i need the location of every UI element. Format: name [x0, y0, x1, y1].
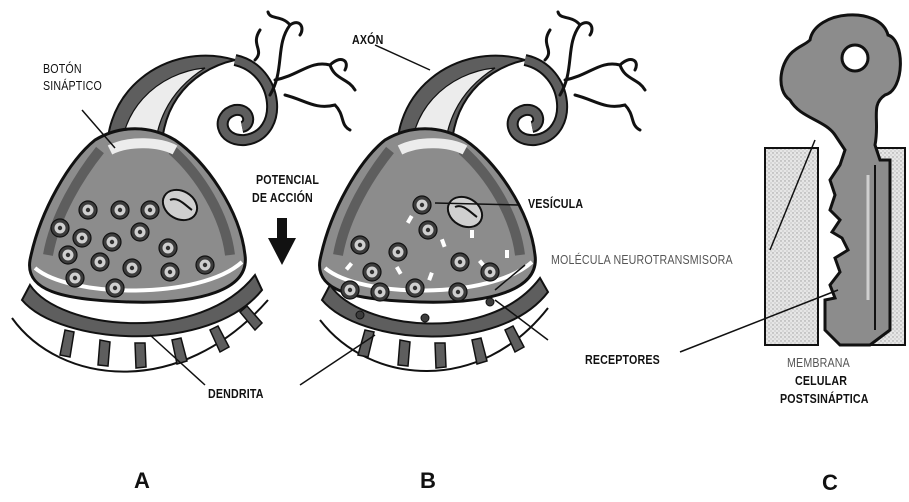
- label-axon: AXÓN: [352, 32, 383, 47]
- panel-label-a: A: [134, 468, 150, 494]
- label-receptores: RECEPTORES: [585, 352, 660, 367]
- label-dendrita: DENDRITA: [208, 386, 264, 401]
- action-potential-arrow: [268, 218, 296, 265]
- label-potencial-1: POTENCIAL: [256, 172, 319, 187]
- label-membrana-2: CELULAR: [795, 373, 847, 388]
- label-membrana-3: POSTSINÁPTICA: [780, 391, 869, 406]
- panel-label-b: B: [420, 468, 436, 494]
- panel-label-c: C: [822, 470, 838, 496]
- key-lock-c: [680, 15, 905, 352]
- label-boton-sinaptico-1: BOTÓN: [43, 61, 82, 76]
- label-boton-sinaptico-2: SINÁPTICO: [43, 78, 102, 93]
- neuron-b: [300, 12, 645, 385]
- label-potencial-2: DE ACCIÓN: [252, 190, 313, 205]
- label-membrana-1: MEMBRANA: [787, 355, 850, 370]
- label-molecula: MOLÉCULA NEUROTRANSMISORA: [551, 252, 733, 267]
- label-vesicula: VESÍCULA: [528, 196, 583, 211]
